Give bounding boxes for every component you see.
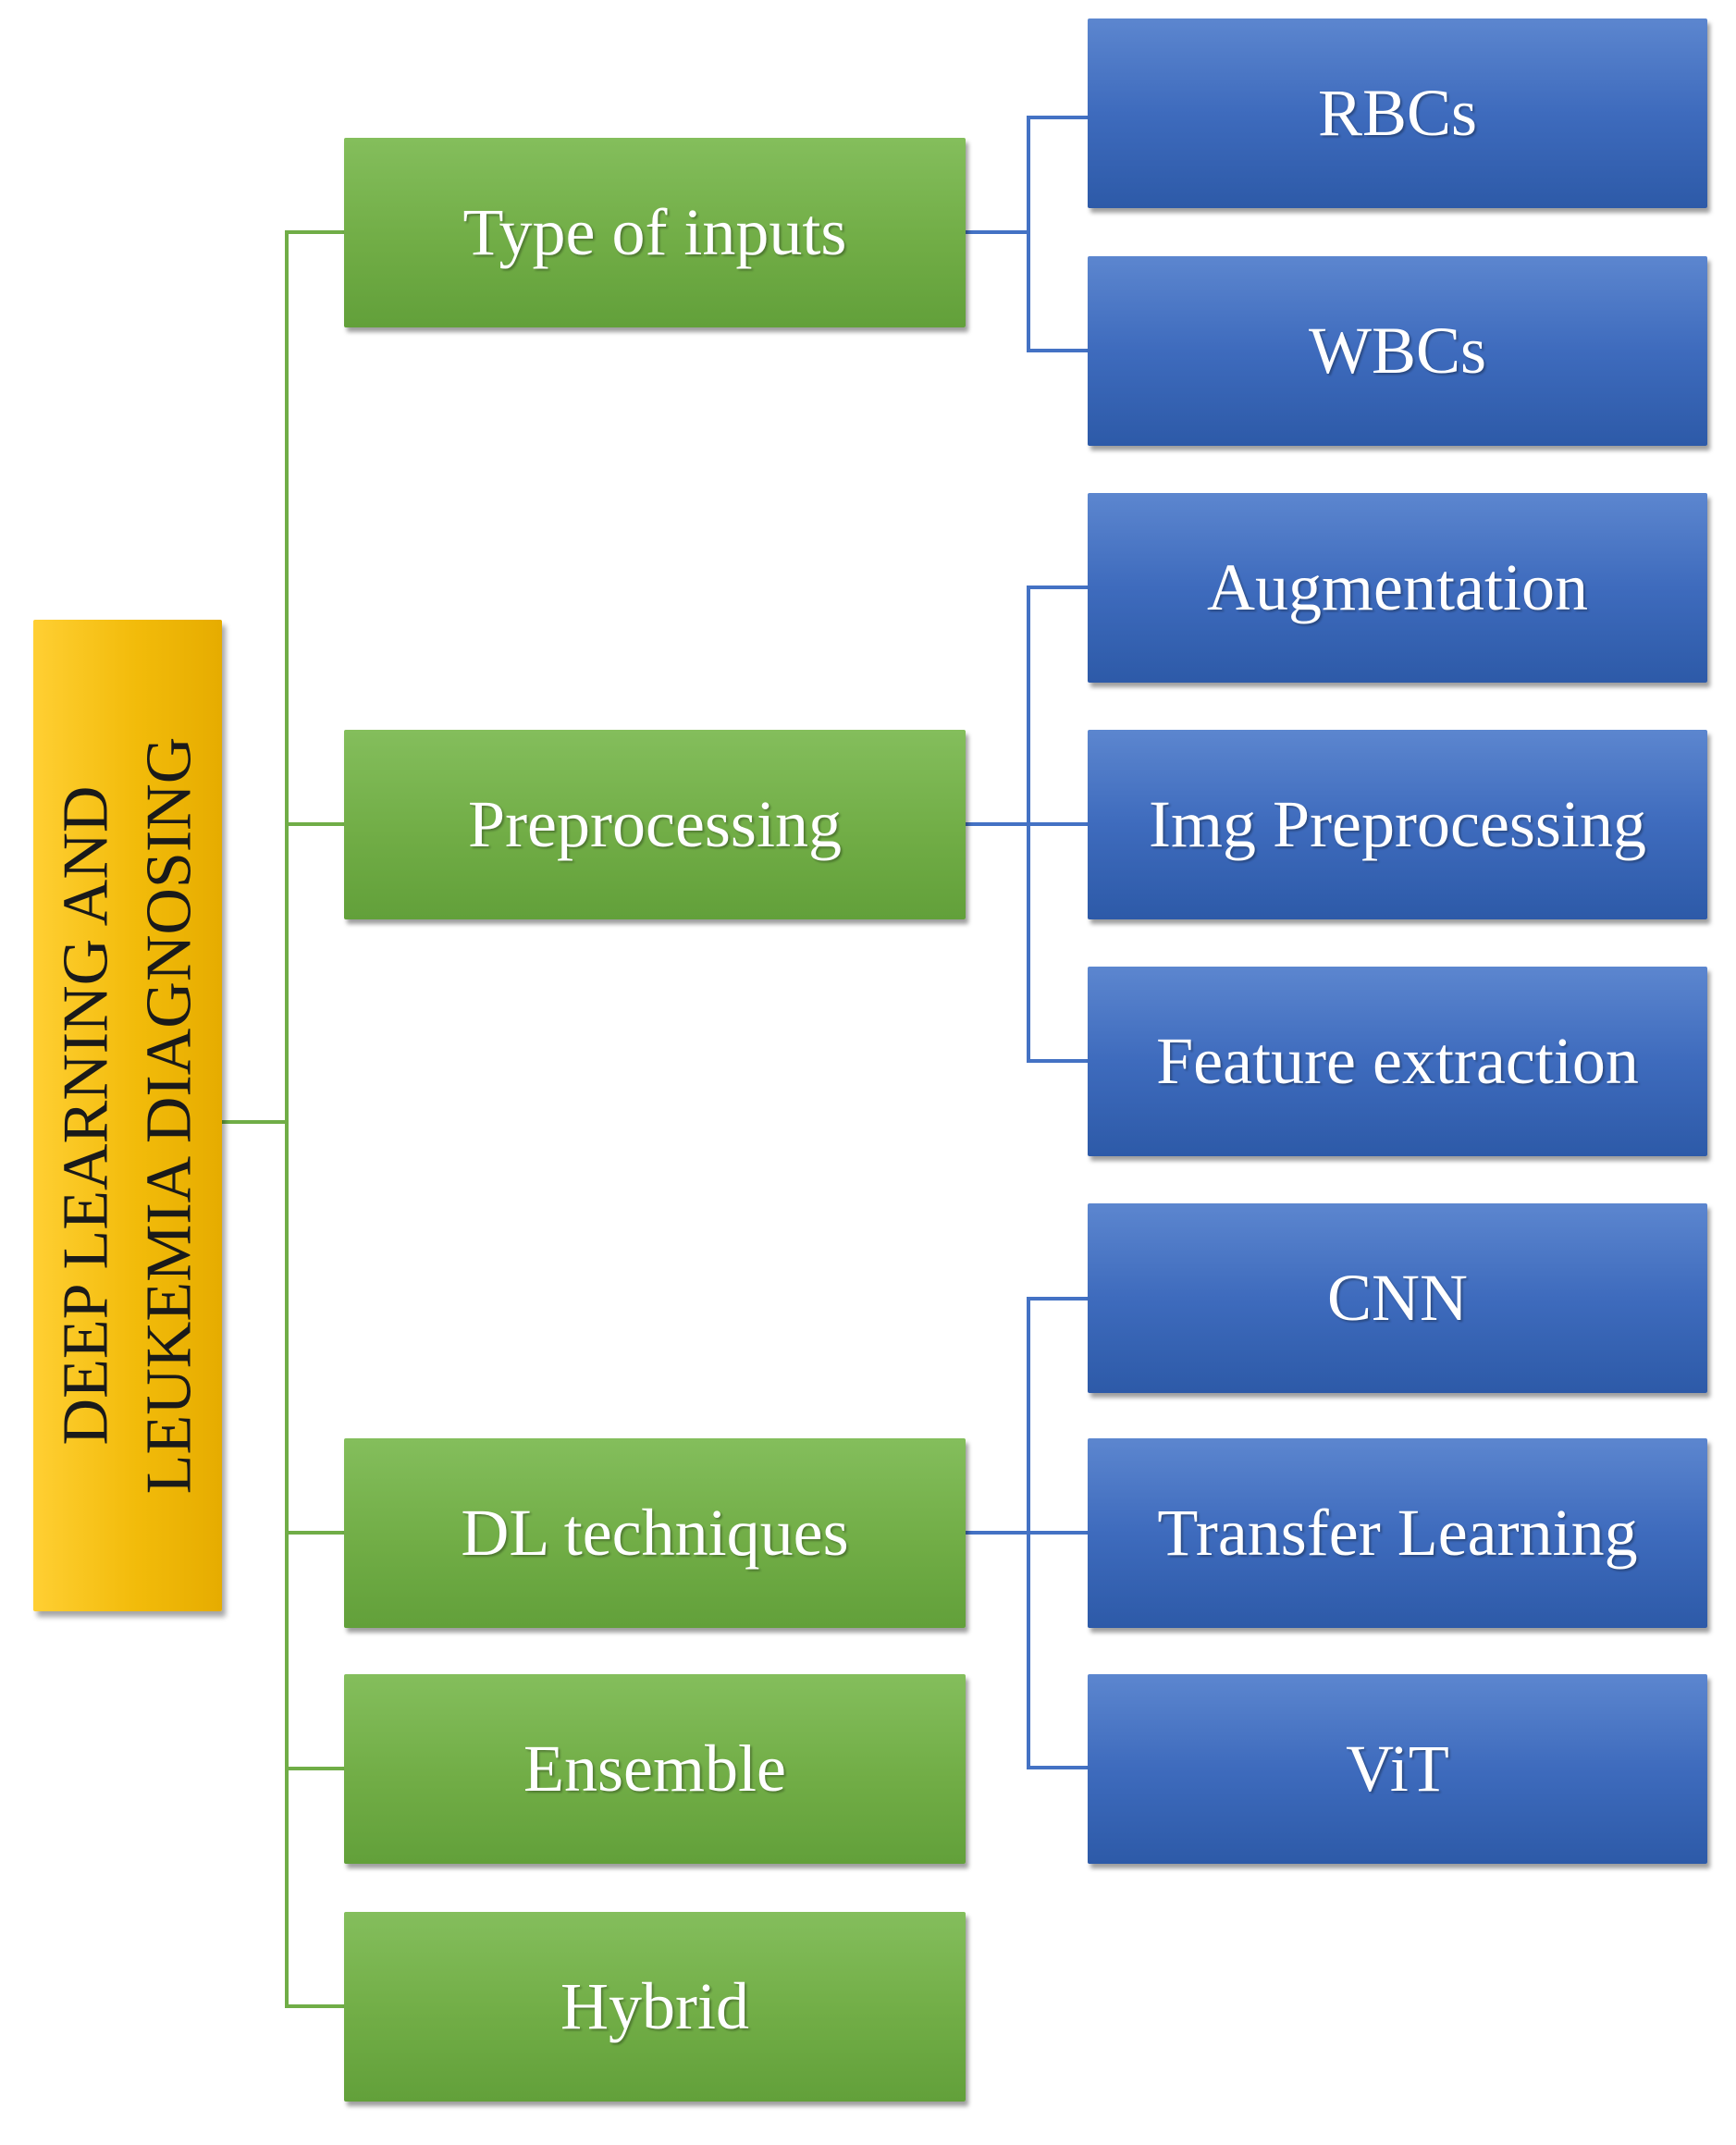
root-label: DEEP LEARNING AND LEUKEMIA DIAGNOSING (44, 737, 211, 1495)
leaf-connectors (966, 116, 1088, 1769)
node-transfer-learning: Transfer Learning (1088, 1438, 1707, 1628)
root-label-line2: LEUKEMIA DIAGNOSING (133, 736, 205, 1495)
node-rbcs: RBCs (1088, 18, 1707, 208)
root-node: DEEP LEARNING AND LEUKEMIA DIAGNOSING (33, 620, 222, 1611)
root-connectors (222, 230, 344, 2008)
node-wbcs: WBCs (1088, 256, 1707, 446)
node-augmentation: Augmentation (1088, 493, 1707, 683)
node-ensemble: Ensemble (344, 1674, 966, 1864)
node-type-of-inputs: Type of inputs (344, 138, 966, 327)
node-cnn: CNN (1088, 1203, 1707, 1393)
node-feature-extraction: Feature extraction (1088, 967, 1707, 1156)
root-label-line1: DEEP LEARNING AND (50, 785, 122, 1446)
node-vit: ViT (1088, 1674, 1707, 1864)
node-hybrid: Hybrid (344, 1912, 966, 2102)
node-preprocessing: Preprocessing (344, 730, 966, 919)
node-img-preprocessing: Img Preprocessing (1088, 730, 1707, 919)
node-dl-techniques: DL techniques (344, 1438, 966, 1628)
